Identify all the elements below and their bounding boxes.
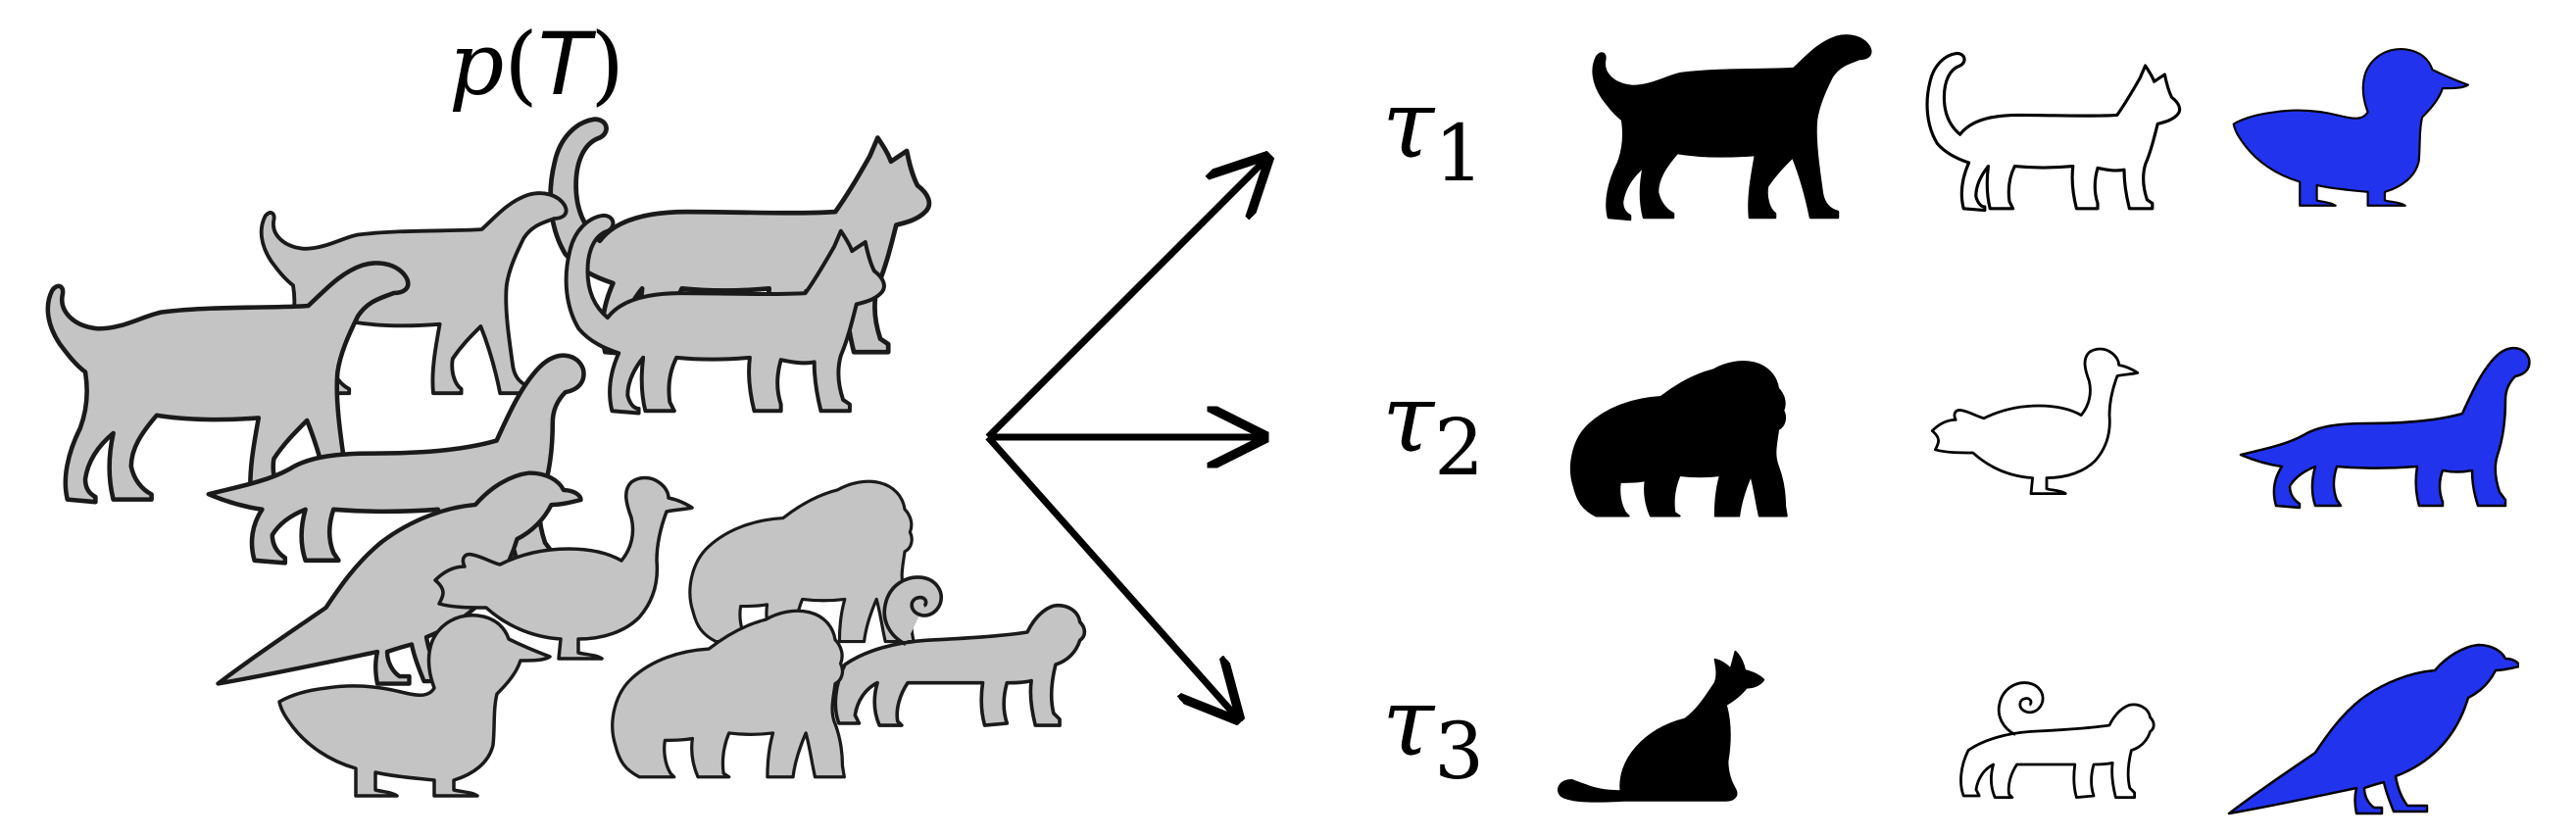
task-2-gorilla-icon [1569,360,1788,517]
animal-pool [48,120,1085,798]
svg-text:p(T): p(T) [449,14,624,115]
task-3-cat-icon [1557,650,1765,803]
task-symbol: τ [1382,667,1436,777]
task-subscript: 3 [1434,706,1484,797]
distribution-open-paren: ( [504,14,537,115]
task-subscript: 2 [1434,402,1484,493]
arrow-to-task-3 [985,434,1237,717]
task-2-goose-icon [1930,347,2140,496]
distribution-label: p(T) [449,14,624,115]
task-subscript: 1 [1434,108,1484,199]
distribution-close-paren: ) [590,14,623,115]
sampling-arrows [985,159,1266,717]
distribution-symbol: T [538,14,597,115]
task-1-duck-icon [2232,47,2470,207]
task-3-monkey-icon [1958,680,2155,800]
distribution-func: p [449,14,504,115]
task-label-2: τ2 [1382,364,1484,493]
pool-gorilla-front-icon [613,611,845,776]
task-symbol: τ [1382,364,1436,473]
task-row-2: τ2 [1382,346,2531,517]
task-row-1: τ1 [1382,33,2470,222]
task-1-dog-icon [1592,33,1872,222]
task-label-3: τ3 [1382,667,1484,797]
task-label-1: τ1 [1382,70,1484,199]
task-symbol: τ [1382,70,1436,179]
task-row-3: τ3 [1382,643,2519,815]
task-3-bird-icon [2227,643,2519,815]
task-1-cat-icon [1925,51,2182,213]
arrow-to-task-1 [985,159,1266,440]
task-2-dachshund-icon [2239,346,2531,510]
